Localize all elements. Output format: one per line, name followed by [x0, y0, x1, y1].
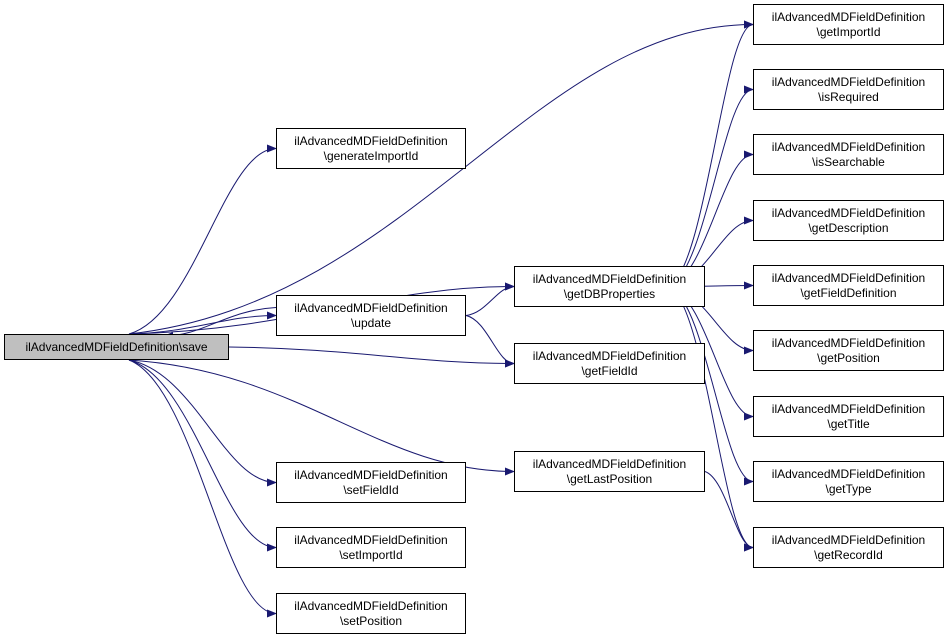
node-method-label: \setPosition — [339, 613, 403, 628]
edge-save-to-generateImportId — [128, 144, 277, 335]
node-class-label: ilAdvancedMDFieldDefinition — [771, 205, 926, 220]
node-set-position[interactable]: ilAdvancedMDFieldDefinition\setPosition — [276, 593, 466, 634]
edge-update-to-getDBProperties — [465, 282, 515, 316]
node-get-position[interactable]: ilAdvancedMDFieldDefinition\getPosition — [753, 330, 944, 371]
node-method-label: \getImportId — [816, 24, 881, 39]
node-method-label: \getTitle — [827, 416, 870, 431]
node-method-label: \getDBProperties — [563, 286, 656, 301]
node-class-label: ilAdvancedMDFieldDefinition — [771, 139, 926, 154]
edge-save-to-getFieldId — [228, 346, 515, 368]
node-method-label: \setFieldId — [343, 482, 399, 497]
node-method-label: \getFieldId — [581, 363, 638, 378]
node-get-type[interactable]: ilAdvancedMDFieldDefinition\getType — [753, 461, 944, 502]
node-get-db-properties[interactable]: ilAdvancedMDFieldDefinition\getDBPropert… — [514, 266, 705, 307]
node-get-import-id[interactable]: ilAdvancedMDFieldDefinition\getImportId — [753, 4, 944, 45]
node-update[interactable]: ilAdvancedMDFieldDefinition\update — [276, 295, 466, 336]
node-class-label: ilAdvancedMDFieldDefinition — [771, 74, 926, 89]
edge-getDBProperties-to-isRequired — [669, 85, 754, 287]
node-method-label: \getFieldDefinition — [800, 285, 897, 300]
node-class-label: ilAdvancedMDFieldDefinition — [294, 532, 448, 547]
node-class-label: ilAdvancedMDFieldDefinition — [294, 300, 448, 315]
node-class-label: ilAdvancedMDFieldDefinition — [771, 9, 926, 24]
edge-save-to-update — [128, 311, 277, 335]
node-get-description[interactable]: ilAdvancedMDFieldDefinition\getDescripti… — [753, 200, 944, 241]
edge-update-to-getFieldId — [465, 315, 515, 368]
edge-save-to-setImportId — [128, 359, 277, 552]
node-method-label: \getDescription — [808, 220, 889, 235]
node-class-label: ilAdvancedMDFieldDefinition — [771, 335, 926, 350]
node-class-label: ilAdvancedMDFieldDefinition — [532, 456, 687, 471]
node-save-label: ilAdvancedMDFieldDefinition\save — [25, 339, 208, 354]
node-class-label: ilAdvancedMDFieldDefinition — [771, 532, 926, 547]
node-get-field-definition[interactable]: ilAdvancedMDFieldDefinition\getFieldDefi… — [753, 265, 944, 306]
node-get-field-id[interactable]: ilAdvancedMDFieldDefinition\getFieldId — [514, 343, 705, 384]
node-class-label: ilAdvancedMDFieldDefinition — [294, 133, 448, 148]
node-class-label: ilAdvancedMDFieldDefinition — [532, 348, 687, 363]
node-get-record-id[interactable]: ilAdvancedMDFieldDefinition\getRecordId — [753, 527, 944, 568]
node-method-label: \setImportId — [339, 547, 403, 562]
node-method-label: \isRequired — [818, 89, 879, 104]
node-method-label: \generateImportId — [323, 148, 419, 163]
edge-save-to-getLastPosition — [128, 359, 515, 476]
node-get-title[interactable]: ilAdvancedMDFieldDefinition\getTitle — [753, 396, 944, 437]
node-set-field-id[interactable]: ilAdvancedMDFieldDefinition\setFieldId — [276, 462, 466, 503]
edge-getDBProperties-to-getRecordId — [669, 286, 754, 552]
node-class-label: ilAdvancedMDFieldDefinition — [294, 467, 448, 482]
edge-save-to-setFieldId — [128, 359, 277, 487]
node-class-label: ilAdvancedMDFieldDefinition — [532, 271, 687, 286]
node-method-label: \getPosition — [817, 350, 880, 365]
node-class-label: ilAdvancedMDFieldDefinition — [771, 466, 926, 481]
edge-getDBProperties-to-getImportId — [669, 20, 754, 287]
node-class-label: ilAdvancedMDFieldDefinition — [771, 270, 926, 285]
edge-save-to-setPosition — [128, 359, 277, 618]
node-method-label: \isSearchable — [812, 154, 885, 169]
node-method-label: \getLastPosition — [566, 471, 653, 486]
node-method-label: \getType — [825, 481, 872, 496]
node-save[interactable]: ilAdvancedMDFieldDefinition\save — [4, 334, 229, 360]
node-get-last-position[interactable]: ilAdvancedMDFieldDefinition\getLastPosit… — [514, 451, 705, 492]
node-is-searchable[interactable]: ilAdvancedMDFieldDefinition\isSearchable — [753, 134, 944, 175]
node-set-import-id[interactable]: ilAdvancedMDFieldDefinition\setImportId — [276, 527, 466, 568]
node-is-required[interactable]: ilAdvancedMDFieldDefinition\isRequired — [753, 69, 944, 110]
edge-getLastPosition-to-getRecordId — [704, 471, 754, 552]
node-generate-import-id[interactable]: ilAdvancedMDFieldDefinition\generateImpo… — [276, 128, 466, 169]
node-class-label: ilAdvancedMDFieldDefinition — [771, 401, 926, 416]
node-method-label: \update — [350, 315, 392, 330]
node-class-label: ilAdvancedMDFieldDefinition — [294, 598, 448, 613]
node-method-label: \getRecordId — [814, 547, 883, 562]
